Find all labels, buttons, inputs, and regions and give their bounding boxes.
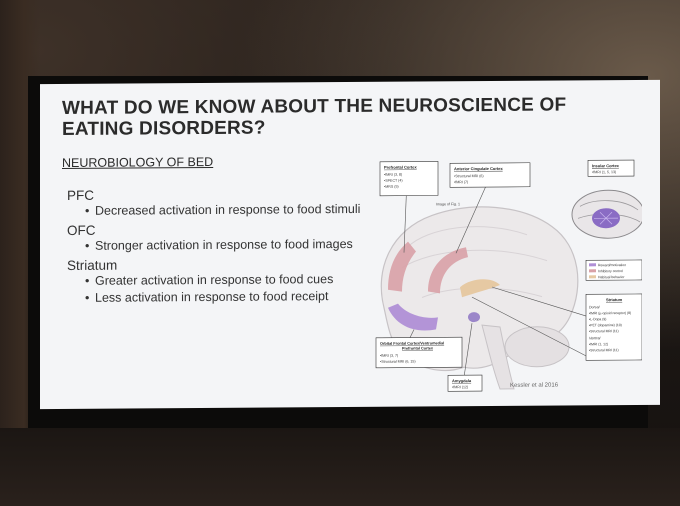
pfc-box-line: •MRS (5)	[384, 185, 399, 189]
brain-figure: Prefrontal Cortex •fMRI (3, 8) •SPECT (4…	[375, 159, 642, 392]
ofc-box	[375, 336, 463, 369]
pfc-box-line: •fMRI (3, 8)	[384, 173, 402, 177]
bullet-text: Greater activation in response to food c…	[95, 272, 334, 288]
citation: Kessler et al 2016	[510, 382, 559, 389]
striatum-region	[460, 279, 500, 298]
figure-legend: Reward/motivation Inhibitory control Hab…	[585, 259, 642, 281]
acc-region	[428, 247, 468, 294]
legend-label-reward: Reward/motivation	[598, 263, 626, 267]
insula-box-title: Insular Cortex	[592, 163, 620, 168]
amygdala-box	[447, 374, 483, 392]
bullet-dot-icon: •	[85, 290, 90, 305]
pfc-box-line: •SPECT (4)	[384, 179, 403, 183]
bullet-dot-icon: •	[85, 273, 90, 288]
pfc-box-title: Prefrontal Cortex	[384, 165, 417, 170]
amygdala-region	[468, 312, 480, 323]
legend-label-inhibitory: Inhibitory control	[598, 269, 623, 273]
striatum-box-line: •PET (dopamine) (10)	[589, 323, 622, 327]
bullet-dot-icon: •	[85, 203, 90, 218]
figure-image-label: Image of Fig. 1	[436, 202, 460, 206]
insula-box-line: •fMRI (1, 5, 13)	[592, 170, 616, 174]
ofc-box-line: •Structural MRI (6, 15)	[380, 360, 416, 364]
bullet-dot-icon: •	[85, 238, 90, 253]
bullet-item: • Decreased activation in response to foo…	[85, 202, 367, 219]
striatum-box-line: •Structural MRI (11)	[589, 329, 619, 333]
amygdala-box-line: •fMRI (12)	[452, 385, 468, 389]
legend-swatch-reward	[589, 263, 596, 267]
striatum-box-line: •L-Dopa (9)	[589, 317, 606, 321]
ofc-box-line: •fMRI (3, 7)	[380, 354, 398, 358]
ofc-box-title: Orbital Frontal Cortex/Ventromedial	[380, 341, 444, 345]
pfc-box	[379, 161, 439, 197]
bullet-text: Less activation in response to food rece…	[95, 289, 329, 305]
striatum-box-title: Striatum	[606, 297, 623, 302]
striatum-box-line: Ventral	[589, 336, 600, 340]
striatum-box	[585, 293, 642, 361]
legend-swatch-habitual	[589, 275, 596, 279]
striatum-box-line: •fMRI (1, 12)	[589, 342, 608, 346]
acc-box-title: Anterior Cingulate Cortex	[454, 166, 503, 171]
bullet-text: Decreased activation in response to food…	[95, 201, 361, 218]
section-heading-ofc: OFC	[67, 222, 96, 238]
bullet-list: PFC • Decreased activation in response to…	[67, 182, 367, 308]
lateral-brain-image	[571, 189, 642, 239]
ofc-box-title-2: Prefrontal Cortex	[402, 346, 434, 350]
slide-subtitle: NEUROBIOLOGY OF BED	[62, 154, 214, 171]
legend-label-habitual: Habitual behavior	[598, 275, 625, 279]
section-heading-pfc: PFC	[67, 187, 94, 203]
slide-title-line-2: EATING DISORDERS?	[62, 117, 266, 141]
striatum-box-line: Dorsal	[589, 305, 600, 309]
stage-lower-area	[0, 428, 680, 506]
brainstem	[481, 324, 515, 390]
bullet-item: • Greater activation in response to food …	[85, 272, 367, 289]
striatum-box-line: •Structural MRI (11)	[589, 348, 619, 352]
pfc-region	[388, 241, 416, 292]
bullet-text: Stronger activation in response to food …	[95, 236, 353, 253]
acc-box	[449, 162, 531, 188]
acc-box-line: •Structural MRI (6)	[454, 174, 484, 178]
striatum-box-line: •fMRI (µ-opioid receptor) (8)	[589, 311, 631, 315]
slide-title: WHAT DO WE KNOW ABOUT THE NEUROSCIENCE O…	[62, 94, 582, 140]
bullet-item: • Stronger activation in response to food…	[85, 237, 367, 254]
cerebellum	[504, 326, 570, 368]
legend-swatch-inhibitory	[589, 269, 596, 273]
amygdala-box-title: Amygdala	[452, 378, 472, 383]
projection-screen: WHAT DO WE KNOW ABOUT THE NEUROSCIENCE O…	[40, 79, 660, 410]
insula-box	[587, 159, 635, 177]
section-heading-striatum: Striatum	[67, 257, 118, 273]
bullet-item: • Less activation in response to food rec…	[85, 289, 367, 306]
acc-box-line: •fMRI (7)	[454, 180, 468, 184]
slide-title-line-1: WHAT DO WE KNOW ABOUT THE NEUROSCIENCE O…	[62, 94, 567, 120]
ofc-region	[388, 303, 438, 331]
